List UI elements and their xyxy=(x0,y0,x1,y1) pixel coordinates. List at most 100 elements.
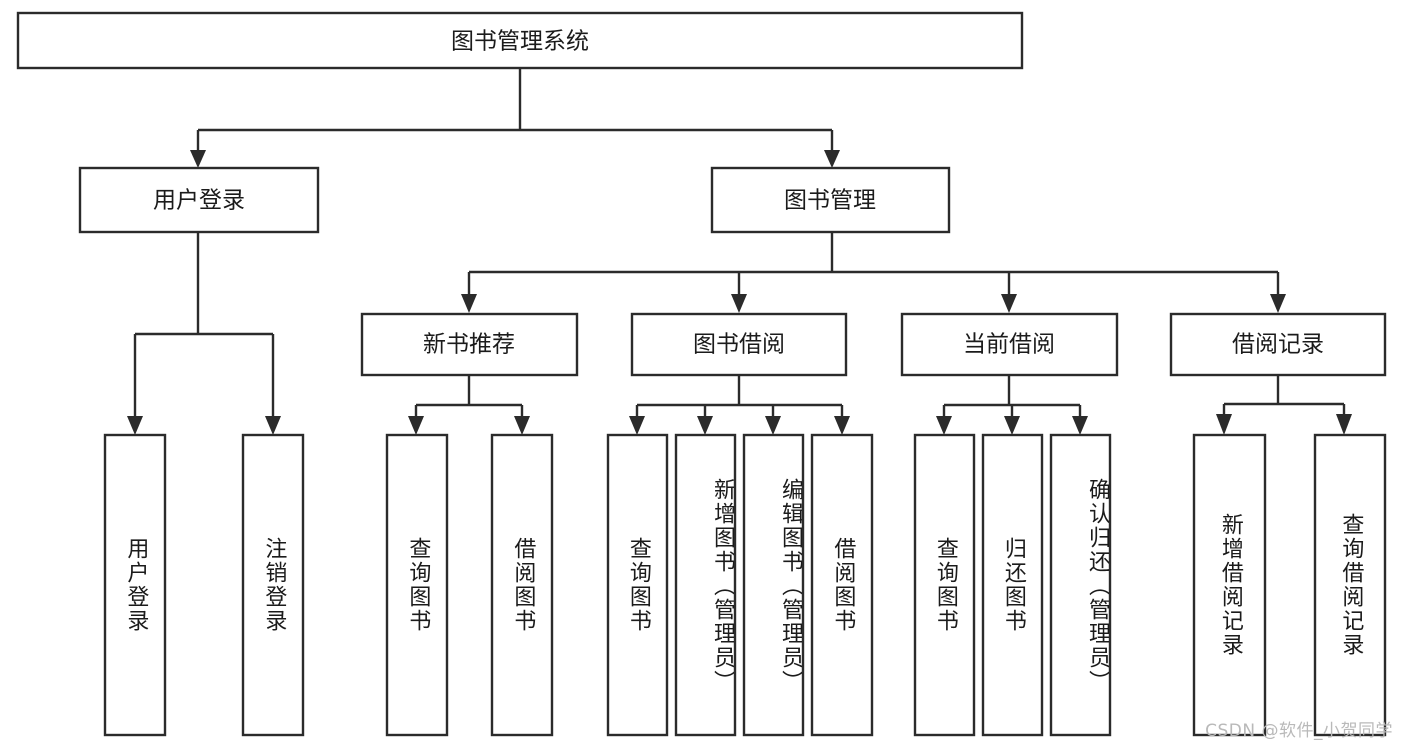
node-leaf-return-book-box[interactable] xyxy=(981,433,1044,737)
node-leaf-borrow-book-2-box[interactable] xyxy=(810,433,874,737)
node-leaf-borrow-book-1-box[interactable] xyxy=(490,433,554,737)
node-book-borrow-box[interactable] xyxy=(630,312,848,377)
node-book-manage[interactable]: 图书管理 xyxy=(710,166,951,234)
arrow-icon xyxy=(408,416,424,435)
node-leaf-add-record[interactable]: 新增借阅记录 xyxy=(1192,433,1267,737)
node-leaf-query-book-3-box[interactable] xyxy=(913,433,976,737)
node-leaf-query-book-1-box[interactable] xyxy=(385,433,449,737)
arrow-icon xyxy=(1216,414,1232,435)
node-leaf-confirm-return[interactable]: 确认归还（管理员） xyxy=(1049,433,1112,737)
csdn-watermark: CSDN @软件_小贺同学 xyxy=(1205,721,1393,741)
node-leaf-borrow-book-2-textwrap: 借阅图书 xyxy=(830,537,856,633)
node-leaf-query-book-2-box[interactable] xyxy=(606,433,669,737)
node-new-book-recommend-box[interactable] xyxy=(360,312,579,377)
arrow-icon xyxy=(697,416,713,435)
arrow-icon xyxy=(461,294,477,313)
connector-book-borrow-to-leaves xyxy=(629,375,850,435)
arrow-icon xyxy=(834,416,850,435)
arrow-icon xyxy=(1072,416,1088,435)
node-leaf-edit-book-label: 编辑图书（管理员） xyxy=(778,478,802,694)
node-leaf-edit-book-box[interactable] xyxy=(742,433,805,737)
node-leaf-logout-label: 注销登录 xyxy=(261,537,287,633)
arrow-icon xyxy=(1336,414,1352,435)
node-leaf-query-book-1-label: 查询图书 xyxy=(405,537,431,633)
node-leaf-query-record-label: 查询借阅记录 xyxy=(1338,513,1364,657)
arrow-icon xyxy=(1270,294,1286,313)
node-leaf-confirm-return-textwrap: 确认归还（管理员） xyxy=(1085,478,1109,694)
node-book-manage-box[interactable] xyxy=(710,166,951,234)
node-leaf-logout-box[interactable] xyxy=(241,433,305,737)
node-current-borrow-label: 当前借阅 xyxy=(963,332,1055,358)
connector-root-to-level2 xyxy=(190,68,840,168)
node-current-borrow-box[interactable] xyxy=(900,312,1119,377)
arrow-icon xyxy=(1001,294,1017,313)
node-leaf-add-book-box[interactable] xyxy=(674,433,737,737)
arrow-icon xyxy=(765,416,781,435)
node-leaf-user-login-box[interactable] xyxy=(103,433,167,737)
arrow-icon xyxy=(514,416,530,435)
node-borrow-record[interactable]: 借阅记录 xyxy=(1169,312,1387,377)
node-leaf-edit-book[interactable]: 编辑图书（管理员） xyxy=(742,433,805,737)
node-leaf-borrow-book-1-label: 借阅图书 xyxy=(510,537,536,633)
node-leaf-borrow-book-2-label: 借阅图书 xyxy=(830,537,856,633)
node-root-box[interactable] xyxy=(16,11,1024,70)
node-leaf-logout[interactable]: 注销登录 xyxy=(241,433,305,737)
node-leaf-query-book-3-label: 查询图书 xyxy=(932,537,958,633)
node-leaf-add-book-label: 新增图书（管理员） xyxy=(710,478,734,694)
node-book-borrow[interactable]: 图书借阅 xyxy=(630,312,848,377)
node-leaf-return-book-label: 归还图书 xyxy=(1000,537,1026,633)
node-leaf-query-book-2[interactable]: 查询图书 xyxy=(606,433,669,737)
node-leaf-add-record-label: 新增借阅记录 xyxy=(1217,513,1243,657)
node-leaf-query-book-1[interactable]: 查询图书 xyxy=(385,433,449,737)
node-leaf-add-record-box[interactable] xyxy=(1192,433,1267,737)
connector-user-login-to-leaves xyxy=(127,232,281,435)
arrow-icon xyxy=(127,416,143,435)
node-leaf-query-book-1-textwrap: 查询图书 xyxy=(405,537,431,633)
node-current-borrow[interactable]: 当前借阅 xyxy=(900,312,1119,377)
arrow-icon xyxy=(731,294,747,313)
arrow-icon xyxy=(824,150,840,168)
node-leaf-query-book-2-textwrap: 查询图书 xyxy=(625,537,651,633)
node-leaf-borrow-book-1-textwrap: 借阅图书 xyxy=(510,537,536,633)
node-leaf-borrow-book-2[interactable]: 借阅图书 xyxy=(810,433,874,737)
node-book-borrow-label: 图书借阅 xyxy=(693,332,785,358)
connector-book-manage-to-level3 xyxy=(461,232,1286,313)
arrow-icon xyxy=(936,416,952,435)
node-new-book-recommend[interactable]: 新书推荐 xyxy=(360,312,579,377)
node-leaf-logout-textwrap: 注销登录 xyxy=(261,537,287,633)
node-leaf-user-login-textwrap: 用户登录 xyxy=(123,537,148,633)
node-book-manage-label: 图书管理 xyxy=(784,188,876,214)
node-leaf-query-record-textwrap: 查询借阅记录 xyxy=(1338,513,1364,657)
node-leaf-confirm-return-label: 确认归还（管理员） xyxy=(1085,478,1109,694)
arrow-icon xyxy=(1004,416,1020,435)
node-root[interactable]: 图书管理系统 xyxy=(16,11,1024,70)
node-root-label: 图书管理系统 xyxy=(451,29,589,55)
node-leaf-add-book[interactable]: 新增图书（管理员） xyxy=(674,433,737,737)
node-leaf-query-book-3-textwrap: 查询图书 xyxy=(932,537,958,633)
node-leaf-edit-book-textwrap: 编辑图书（管理员） xyxy=(778,478,802,694)
node-user-login[interactable]: 用户登录 xyxy=(78,166,320,234)
arrow-icon xyxy=(265,416,281,435)
node-borrow-record-label: 借阅记录 xyxy=(1232,332,1324,358)
node-leaf-return-book-textwrap: 归还图书 xyxy=(1000,537,1026,633)
node-leaf-query-record-box[interactable] xyxy=(1313,433,1387,737)
node-user-login-label: 用户登录 xyxy=(153,188,245,214)
node-new-book-recommend-label: 新书推荐 xyxy=(423,332,515,358)
node-leaf-query-record[interactable]: 查询借阅记录 xyxy=(1313,433,1387,737)
connector-current-borrow-to-leaves xyxy=(936,375,1088,435)
node-user-login-box[interactable] xyxy=(78,166,320,234)
arrow-icon xyxy=(629,416,645,435)
arrow-icon xyxy=(190,150,206,168)
node-leaf-query-book-3[interactable]: 查询图书 xyxy=(913,433,976,737)
node-leaf-confirm-return-box[interactable] xyxy=(1049,433,1112,737)
node-borrow-record-box[interactable] xyxy=(1169,312,1387,377)
node-leaf-user-login[interactable]: 用户登录 xyxy=(103,433,167,737)
node-leaf-query-book-2-label: 查询图书 xyxy=(625,537,651,633)
connector-borrow-record-to-leaves xyxy=(1216,375,1352,435)
node-leaf-borrow-book-1[interactable]: 借阅图书 xyxy=(490,433,554,737)
node-leaf-add-book-textwrap: 新增图书（管理员） xyxy=(710,478,734,694)
node-leaf-return-book[interactable]: 归还图书 xyxy=(981,433,1044,737)
node-leaf-add-record-textwrap: 新增借阅记录 xyxy=(1217,513,1243,657)
